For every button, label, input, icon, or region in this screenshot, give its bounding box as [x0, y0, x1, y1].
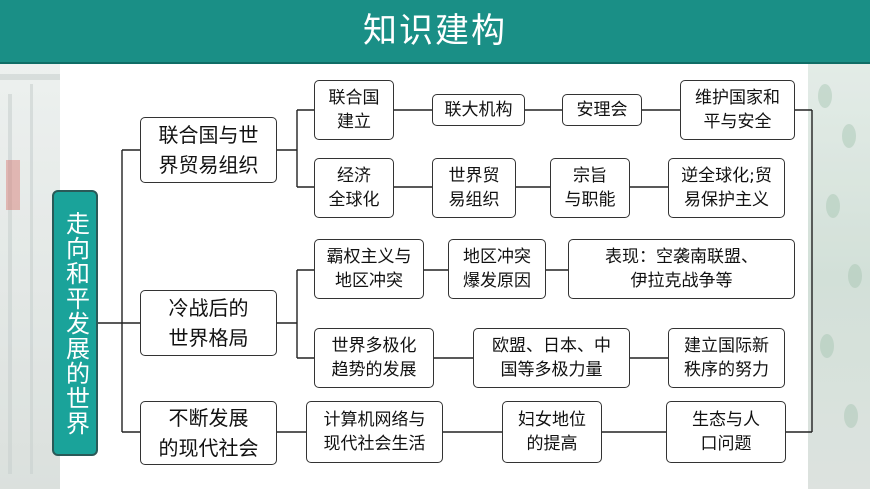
- node-un-founding: 联合国 建立: [314, 80, 394, 140]
- node-purpose-functions: 宗旨 与职能: [550, 158, 630, 218]
- node-general-assembly: 联大机构: [432, 94, 525, 126]
- node-security-council: 安理会: [562, 94, 642, 126]
- root-topic-box: 走向和平发展的世界: [52, 190, 98, 456]
- node-economic-globalization: 经济 全球化: [314, 158, 394, 218]
- background-photo-left: [0, 64, 60, 489]
- page-title: 知识建构: [363, 11, 507, 51]
- root-topic-label: 走向和平发展的世界: [61, 210, 90, 436]
- header-bar: 知识建构: [0, 0, 870, 62]
- node-new-order: 建立国际新 秩序的努力: [668, 328, 785, 388]
- node-multipolar-powers: 欧盟、日本、中 国等多极力量: [473, 328, 630, 388]
- node-conflict-examples: 表现：空袭南联盟、 伊拉克战争等: [568, 239, 795, 299]
- node-computer-network: 计算机网络与 现代社会生活: [306, 401, 443, 463]
- node-ecology-population: 生态与人 口问题: [666, 401, 786, 463]
- node-anti-globalization: 逆全球化;贸 易保护主义: [668, 158, 785, 218]
- node-wto: 世界贸 易组织: [432, 158, 516, 218]
- branch-un-wto: 联合国与世 界贸易组织: [140, 117, 277, 183]
- branch-modern-society: 不断发展 的现代社会: [140, 401, 277, 465]
- node-hegemonism: 霸权主义与 地区冲突: [314, 239, 424, 299]
- branch-post-cold-war: 冷战后的 世界格局: [140, 290, 277, 356]
- node-women-status: 妇女地位 的提高: [502, 401, 602, 463]
- node-peace-security: 维护国家和 平与安全: [680, 80, 795, 140]
- background-photo-right: [808, 64, 870, 489]
- node-conflict-causes: 地区冲突 爆发原因: [448, 239, 546, 299]
- node-multipolarity: 世界多极化 趋势的发展: [314, 328, 434, 388]
